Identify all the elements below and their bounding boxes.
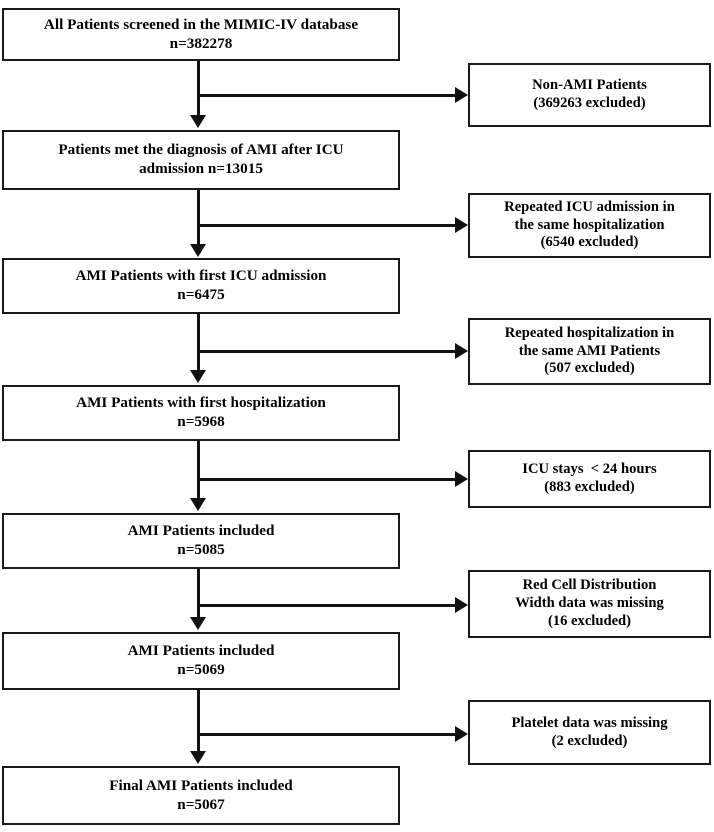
connector-horizontal-6 (198, 733, 457, 736)
box-line: Width data was missing (515, 595, 664, 612)
box-line: ICU stays < 24 hours (522, 461, 657, 478)
arrowhead-down-5 (190, 617, 206, 630)
box-line: AMI Patients with first hospitalization (76, 394, 326, 412)
flow-box-first-hospitalization: AMI Patients with first hospitalization … (2, 385, 400, 441)
connector-horizontal-1 (198, 94, 457, 97)
exclusion-box-platelet-missing: Platelet data was missing (2 excluded) (468, 700, 711, 765)
connector-vertical-5 (197, 569, 200, 619)
arrowhead-right-6 (455, 726, 468, 742)
flow-box-ami-patients-included-5069: AMI Patients included n=5069 (2, 632, 400, 690)
box-line: Patients met the diagnosis of AMI after … (58, 141, 344, 159)
connector-vertical-1 (197, 61, 200, 117)
box-line: n=382278 (169, 34, 233, 52)
connector-horizontal-5 (198, 604, 457, 607)
box-line: admission n=13015 (139, 160, 263, 177)
box-line: All Patients screened in the MIMIC-IV da… (43, 15, 359, 33)
box-line: AMI Patients included (127, 522, 275, 540)
connector-horizontal-2 (198, 224, 457, 227)
box-line: (2 excluded) (551, 732, 628, 749)
box-line: (16 excluded) (547, 612, 632, 629)
box-line: the same hospitalization (514, 216, 665, 233)
connector-vertical-2 (197, 190, 200, 246)
box-line: Repeated ICU admission in (504, 198, 675, 215)
arrowhead-down-3 (190, 370, 206, 383)
box-line: Non-AMI Patients (532, 77, 647, 94)
arrowhead-right-4 (455, 471, 468, 487)
box-line: n=5085 (177, 541, 225, 558)
box-line: (6540 excluded) (540, 234, 639, 251)
connector-horizontal-4 (198, 478, 457, 481)
flow-box-met-ami-diagnosis: Patients met the diagnosis of AMI after … (2, 130, 400, 190)
arrowhead-down-6 (190, 751, 206, 764)
arrowhead-right-3 (455, 343, 468, 359)
box-line: Final AMI Patients included (109, 776, 293, 794)
flow-box-final-ami-patients-included: Final AMI Patients included n=5067 (2, 766, 400, 825)
box-line: the same AMI Patients (518, 342, 661, 359)
connector-vertical-4 (197, 441, 200, 500)
exclusion-box-repeated-icu-admission: Repeated ICU admission in the same hospi… (468, 193, 711, 258)
box-line: (369263 excluded) (533, 95, 646, 111)
box-line: n=5067 (177, 795, 225, 813)
exclusion-box-repeated-hospitalization: Repeated hospitalization in the same AMI… (468, 318, 711, 385)
box-line: n=6475 (177, 286, 225, 303)
arrowhead-down-2 (190, 244, 206, 257)
flow-box-ami-patients-included-5085: AMI Patients included n=5085 (2, 513, 400, 569)
arrowhead-right-1 (455, 87, 468, 103)
exclusion-box-icu-stay-under-24-hours: ICU stays < 24 hours (883 excluded) (468, 450, 711, 508)
box-line: n=5968 (177, 413, 225, 430)
connector-vertical-6 (197, 690, 200, 753)
flow-box-first-icu-admission: AMI Patients with first ICU admission n=… (2, 258, 400, 314)
arrowhead-down-4 (190, 498, 206, 511)
flow-box-all-patients-screened: All Patients screened in the MIMIC-IV da… (2, 8, 400, 61)
arrowhead-right-5 (455, 597, 468, 613)
box-line: Platelet data was missing (511, 714, 668, 731)
exclusion-box-rdw-missing: Red Cell Distribution Width data was mis… (468, 570, 711, 638)
box-line: Red Cell Distribution (522, 577, 657, 594)
box-line: AMI Patients with first ICU admission (75, 267, 327, 285)
arrowhead-right-2 (455, 217, 468, 233)
box-line: Repeated hospitalization in (504, 324, 675, 341)
box-line: (883 excluded) (544, 479, 635, 495)
arrowhead-down-1 (190, 115, 206, 128)
connector-vertical-3 (197, 314, 200, 372)
exclusion-box-non-ami-patients: Non-AMI Patients (369263 excluded) (468, 63, 711, 127)
connector-horizontal-3 (198, 350, 457, 353)
box-line: n=5069 (177, 661, 225, 678)
box-line: AMI Patients included (127, 642, 275, 660)
box-line: (507 excluded) (544, 360, 635, 377)
